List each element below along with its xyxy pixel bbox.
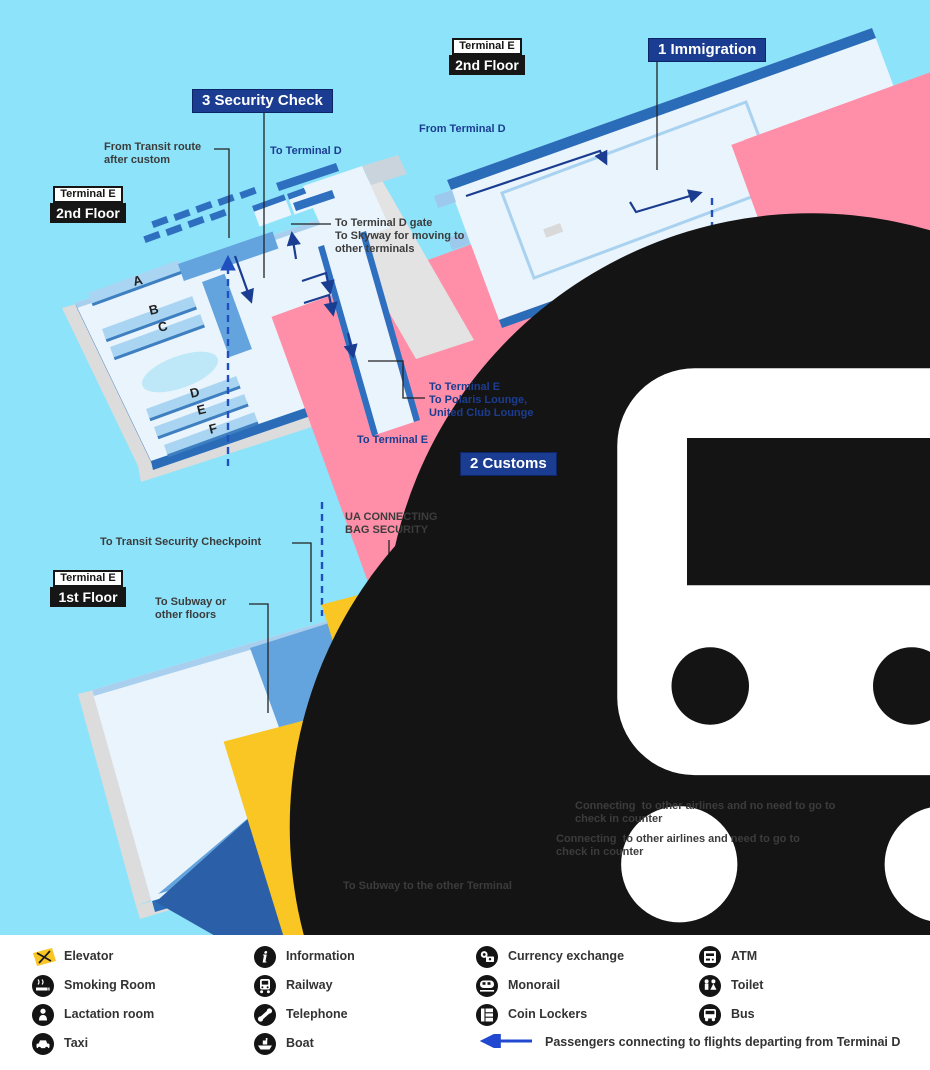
label-to-transit-security-checkpoint: To Transit Security Checkpoint: [100, 536, 262, 548]
label-from-transit-route: From Transit route after custom: [104, 141, 202, 167]
bus-icon: [699, 1004, 721, 1026]
taxi-icon: [32, 1033, 54, 1055]
legend-panel: Elevator Smoking Room Lactation room Tax…: [0, 935, 930, 1070]
toilet-icon: [699, 975, 721, 997]
security-check-title: 3 Security Check: [192, 89, 333, 113]
label-connecting-need: Connecting to other airlines and need to…: [556, 833, 800, 859]
checkin-counter-f: [164, 412, 259, 458]
checkin-counter-d: [146, 376, 241, 422]
information-icon: i: [254, 946, 276, 968]
label-from-terminal-d: From Terminal D: [419, 123, 506, 135]
legend-arrow-note: Passengers connecting to flights departi…: [545, 1035, 901, 1049]
badge-terminal-label: Terminal E: [53, 186, 123, 203]
badge-terminal-label: Terminal E: [53, 570, 123, 587]
terminal-map-graphic: [62, 0, 930, 935]
boat-icon: [254, 1033, 276, 1055]
badge-terminal-e-2f-left: Terminal E 2nd Floor: [50, 186, 126, 223]
checkin-counter-e: [154, 394, 249, 440]
monorail-icon: [476, 975, 498, 997]
badge-terminal-label: Terminal E: [452, 38, 522, 55]
badge-terminal-e-2f-right: Terminal E 2nd Floor: [449, 38, 525, 75]
atm-icon: [699, 946, 721, 968]
telephone-icon: [254, 1004, 276, 1026]
currency-exchange-icon: [476, 946, 498, 968]
badge-terminal-e-1f: Terminal E 1st Floor: [50, 570, 126, 607]
elevator-icon: [32, 947, 57, 967]
badge-floor-label: 2nd Floor: [50, 203, 126, 223]
customs-title: 2 Customs: [460, 452, 557, 476]
label-to-terminal-e: To Terminal E: [357, 434, 429, 446]
railway-icon: [254, 975, 276, 997]
transit-walkway-dashes: [143, 186, 257, 244]
connecting-route-arrow: [479, 1034, 532, 1048]
label-to-terminal-d-gate: To Terminal D gate To Skyway for moving …: [335, 217, 465, 256]
badge-floor-label: 2nd Floor: [449, 55, 525, 75]
label-connecting-no-need: Connecting to other airlines and no need…: [575, 800, 836, 826]
label-to-terminal-e-lounges: To Terminal E To Polaris Lounge, United …: [429, 381, 534, 420]
svg-text:i: i: [262, 949, 268, 967]
label-ua-connecting-bag-security: UA CONNECTING BAG SECURITY: [345, 511, 438, 537]
terminal-d-corridor: [276, 155, 474, 359]
checkin-counter-b: [102, 296, 197, 343]
checkin-counter-c: [110, 314, 205, 361]
label-to-subway-or-other-floors: To Subway or other floors: [155, 596, 227, 622]
smoking-room-icon: [32, 975, 54, 997]
lactation-room-icon: [32, 1004, 54, 1026]
coin-lockers-icon: [476, 1004, 498, 1026]
badge-floor-label: 1st Floor: [50, 587, 126, 607]
checkin-counter-a: [88, 260, 183, 307]
immigration-title: 1 Immigration: [648, 38, 767, 62]
label-to-subway-other-terminal: To Subway to the other Terminal: [343, 880, 512, 892]
label-to-terminal-d: To Terminal D: [270, 145, 342, 157]
